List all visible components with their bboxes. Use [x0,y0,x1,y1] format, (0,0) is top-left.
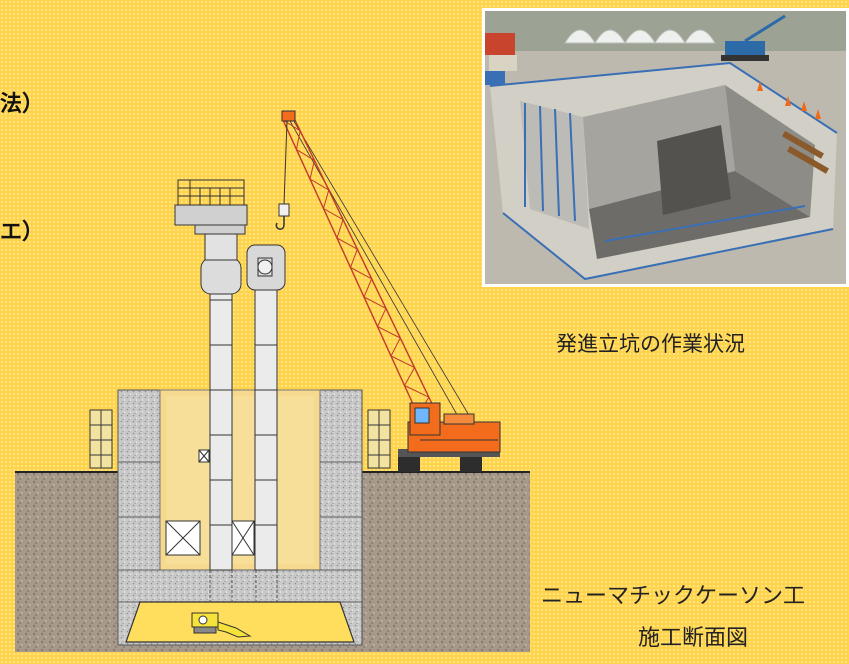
crane-hook [275,216,285,230]
shaft-dashed-lines [209,570,278,602]
traffic-cones [757,81,821,119]
diagram-caption-line1: ニューマチックケーソン工 [541,584,806,609]
underground-excavator [191,612,252,638]
man-shaft-left [174,179,248,571]
boom-tip [281,110,296,122]
pit-inner-shaft [657,125,731,215]
crane-boom [282,115,437,416]
left-heading-fragment-2: エ） [0,220,45,245]
fence-left [89,409,113,469]
material-shaft-right [246,244,286,571]
hook-block [278,203,290,217]
blue-crane-in-photo [721,14,786,61]
launch-shaft-photo-image [485,11,846,284]
material-box-right [231,520,255,556]
man-lock [200,257,242,295]
platform-railing [177,179,245,206]
left-heading-fragment-1: 法） [0,92,45,117]
stacked-lumber [782,130,829,174]
pit-floor [589,171,810,259]
fence-right [367,409,391,469]
material-box-left [165,520,201,556]
launch-shaft-photo [482,8,849,287]
shaft-top-platform [174,204,248,226]
pit-right-wall [725,85,815,217]
diagram-caption-line2: 施工断面図 [638,626,749,651]
crane-track-right [460,454,482,472]
crawler-crane [275,110,501,472]
crane-track-left [398,454,420,472]
photo-caption: 発進立坑の作業状況 [556,332,745,356]
material-box-small [198,449,210,463]
greenhouse [564,29,716,44]
working-chamber [125,601,355,643]
site-equipment-left [485,33,517,85]
hoist-cable [283,120,288,206]
crane-pendant-line [291,117,471,418]
pit-railing [489,61,838,281]
crane-cab-window [414,407,430,424]
